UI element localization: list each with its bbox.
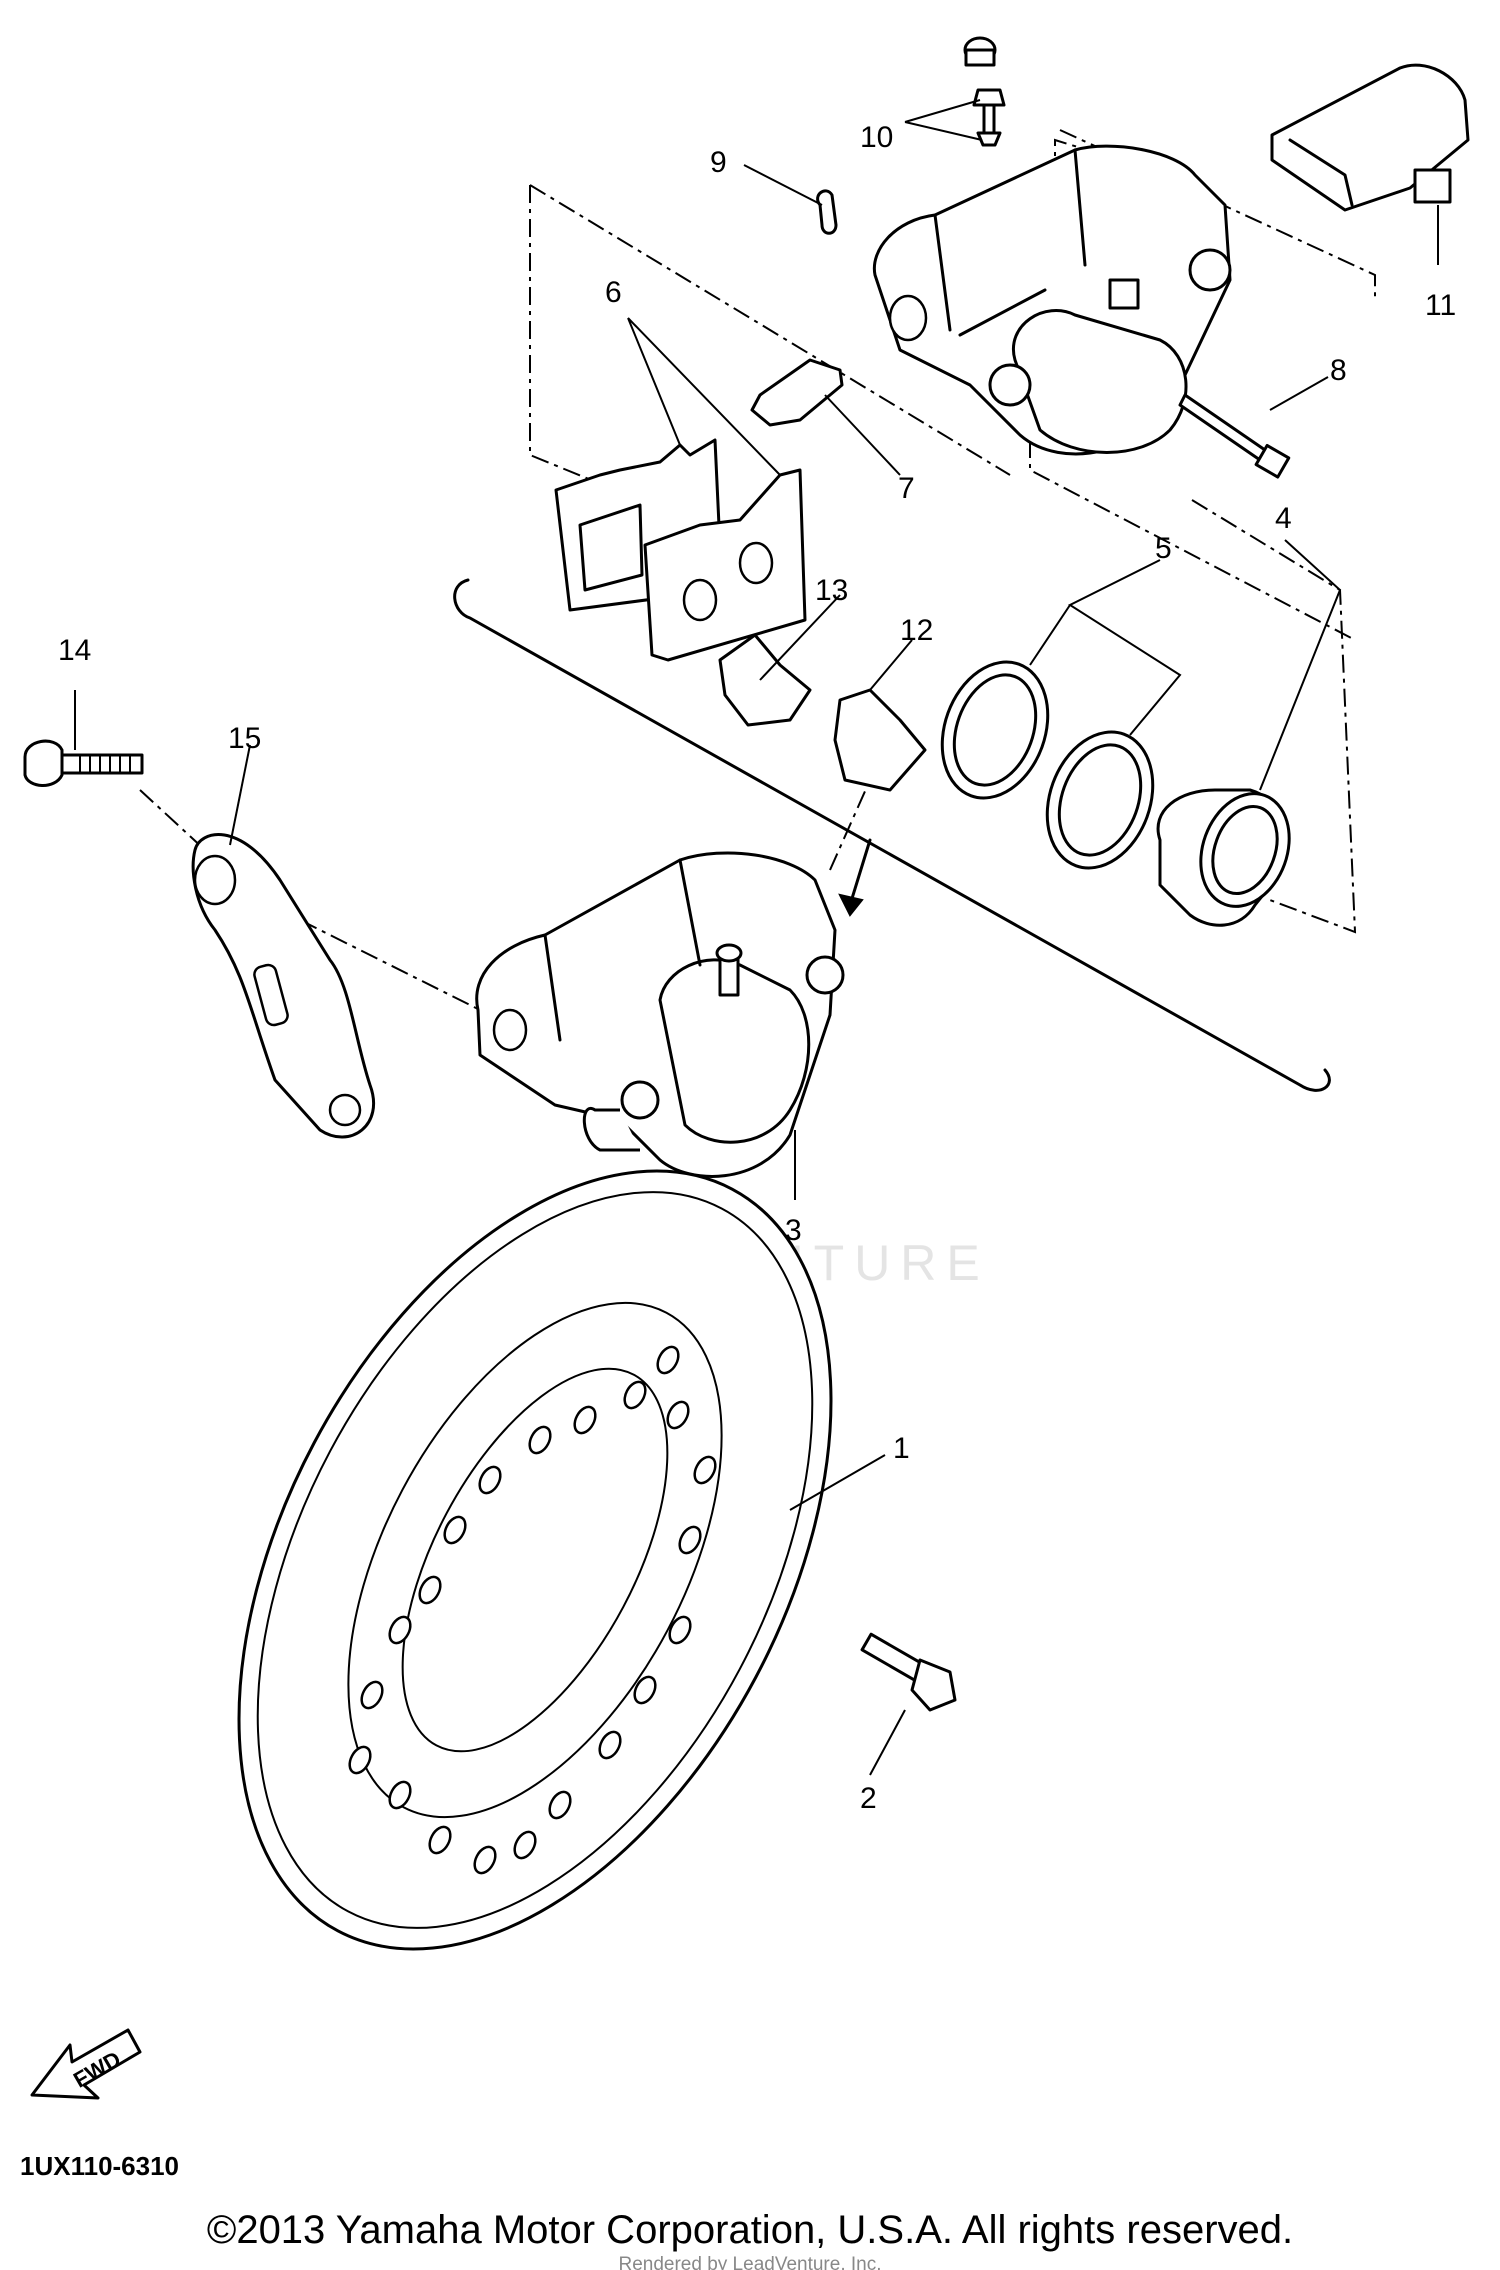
fwd-arrow-icon: FWD	[30, 2028, 142, 2100]
callout-11: 11	[1425, 289, 1456, 322]
caliper-exploded	[872, 144, 1232, 456]
part-1-brake-disc	[237, 1169, 833, 1951]
assembly-arrow	[838, 838, 872, 917]
callout-leaders	[74, 99, 1439, 1776]
callout-14: 14	[58, 634, 91, 667]
callout-7: 7	[898, 472, 915, 505]
render-credit: Rendered by LeadVenture, Inc.	[618, 2254, 881, 2270]
part-10-bleed-screw	[963, 36, 1006, 147]
callout-8: 8	[1330, 354, 1347, 387]
copyright-notice: ©2013 Yamaha Motor Corporation, U.S.A. A…	[206, 2208, 1294, 2252]
callout-9: 9	[710, 146, 727, 179]
part-11-caliper-cover	[1270, 63, 1470, 212]
part-2-disc-bolt	[860, 1632, 957, 1712]
callout-6: 6	[605, 276, 622, 309]
callout-3: 3	[785, 1214, 802, 1247]
part-3-caliper-assembly	[475, 851, 845, 1178]
callout-10: 10	[860, 121, 893, 154]
part-14-bolt	[23, 739, 144, 787]
part-6-brake-pads	[554, 438, 807, 662]
callout-1: 1	[893, 1432, 910, 1465]
part-12-shim	[833, 688, 927, 792]
part-15-caliper-bracket	[191, 833, 376, 1139]
part-4-piston	[1156, 788, 1291, 927]
diagram-code: 1UX110-6310	[20, 2151, 179, 2181]
disc-cooling-holes	[348, 1345, 717, 1875]
part-9-pad-pin-clip	[816, 189, 838, 235]
callout-2: 2	[860, 1782, 877, 1815]
part-13-pad-shim	[718, 633, 812, 727]
part-8-pad-pin	[1178, 393, 1291, 479]
callout-12: 12	[900, 614, 933, 647]
callout-4: 4	[1275, 502, 1292, 535]
callout-labels: 1 2 3 4 5 6 7 8 9 10 11 12 13 14 15	[58, 121, 1456, 1815]
part-7-pad-spring	[750, 358, 844, 427]
assembly-bracket	[453, 578, 1331, 1092]
callout-5: 5	[1155, 532, 1172, 565]
callout-13: 13	[815, 574, 848, 607]
callout-15: 15	[228, 722, 261, 755]
part-5-piston-seals	[940, 660, 1155, 870]
